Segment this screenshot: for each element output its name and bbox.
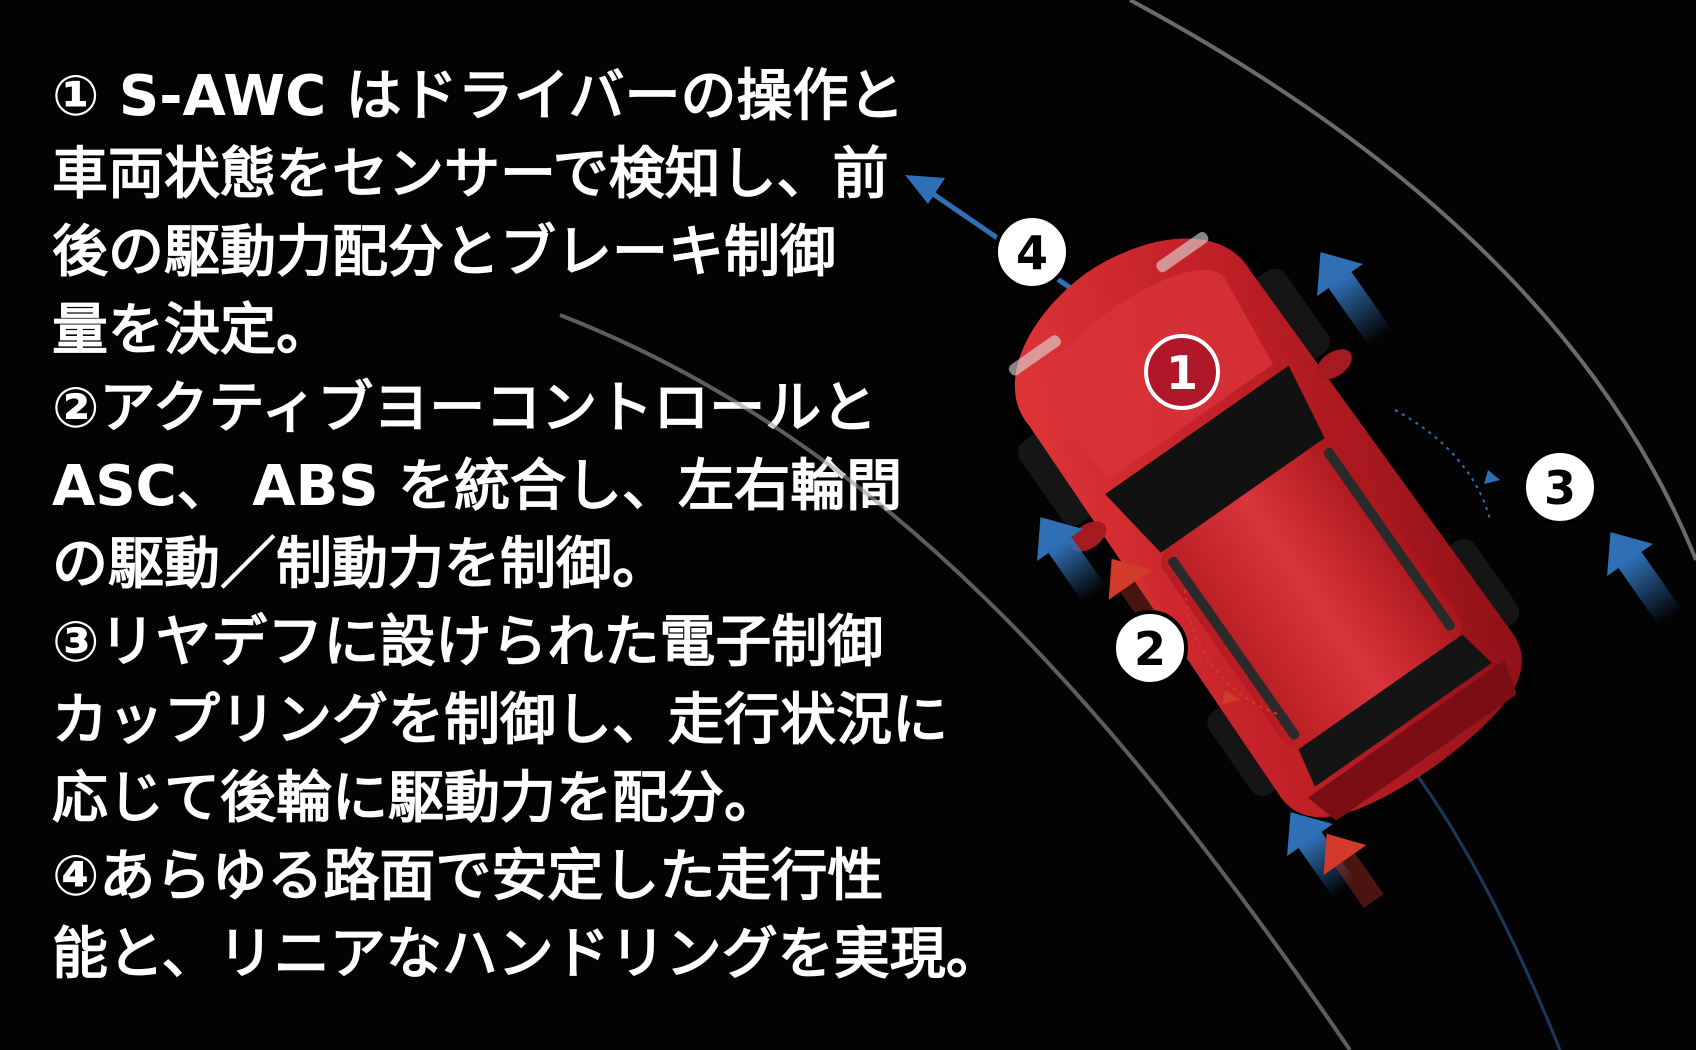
badge-2: 2 xyxy=(1112,610,1188,686)
description-line-1: ① S-AWC はドライバーの操作と xyxy=(52,64,905,129)
description-line-5: ②アクティブヨーコントロールと xyxy=(52,376,878,441)
description-line-7: の駆動／制動力を制御。 xyxy=(52,532,668,597)
description-text: ① S-AWC はドライバーの操作と 車両状態をセンサーで検知し、前 後の駆動力… xyxy=(52,58,1002,994)
description-line-11: ④あらゆる路面で安定した走行性 xyxy=(52,844,884,909)
badge-4: 4 xyxy=(994,214,1070,290)
description-line-12: 能と、リニアなハンドリングを実現。 xyxy=(52,922,1002,987)
description-line-10: 応じて後輪に駆動力を配分。 xyxy=(52,766,780,831)
description-line-4: 量を決定。 xyxy=(52,298,332,363)
badge-3: 3 xyxy=(1522,449,1598,525)
description-line-3: 後の駆動力配分とブレーキ制御 xyxy=(52,220,836,285)
badge-3-label: 3 xyxy=(1544,461,1576,515)
description-line-9: カップリングを制御し、走行状況に xyxy=(52,688,948,753)
badge-1-label: 1 xyxy=(1166,346,1198,400)
description-line-8: ③リヤデフに設けられた電子制御 xyxy=(52,610,884,675)
description-line-6: ASC、 ABS を統合し、左右輪間 xyxy=(52,454,903,519)
badge-2-label: 2 xyxy=(1134,622,1166,676)
torque-arrows xyxy=(1037,252,1682,908)
yaw-arcs xyxy=(1184,409,1500,716)
car-top-view xyxy=(1002,227,1524,821)
description-line-2: 車両状態をセンサーで検知し、前 xyxy=(52,142,889,207)
badge-1: 1 xyxy=(1144,334,1220,410)
badge-4-label: 4 xyxy=(1016,226,1048,280)
